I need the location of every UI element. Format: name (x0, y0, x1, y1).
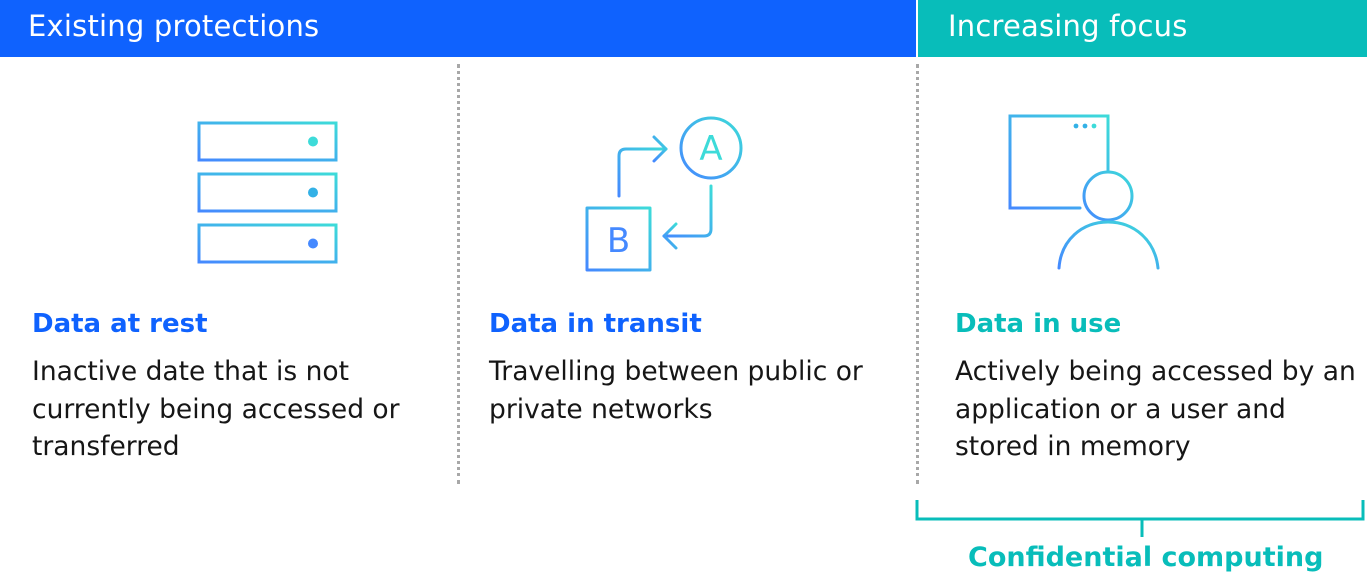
node-a-label: A (699, 129, 722, 169)
data-at-rest-title: Data at rest (32, 309, 208, 339)
data-in-use-title: Data in use (955, 309, 1122, 339)
user-application-icon (1008, 114, 1160, 270)
confidential-computing-label: Confidential computing (968, 542, 1324, 573)
node-b-label: B (607, 221, 630, 261)
increasing-focus-label: Increasing focus (948, 9, 1188, 43)
increasing-focus-header: Increasing focus (918, 0, 1367, 57)
column-divider-2 (916, 64, 919, 484)
server-stack-icon (197, 121, 338, 264)
data-transfer-icon: A B (585, 116, 743, 272)
data-at-rest-description: Inactive date that is not currently bein… (32, 356, 400, 462)
existing-protections-header: Existing protections (0, 0, 916, 57)
data-in-transit-title: Data in transit (489, 309, 702, 339)
confidential-computing-bracket (915, 500, 1365, 537)
data-in-transit-description: Travelling between public or private net… (489, 356, 863, 425)
data-in-use-description: Actively being accessed by an applicatio… (955, 356, 1356, 462)
existing-protections-label: Existing protections (28, 9, 320, 43)
column-divider-1 (457, 64, 460, 484)
